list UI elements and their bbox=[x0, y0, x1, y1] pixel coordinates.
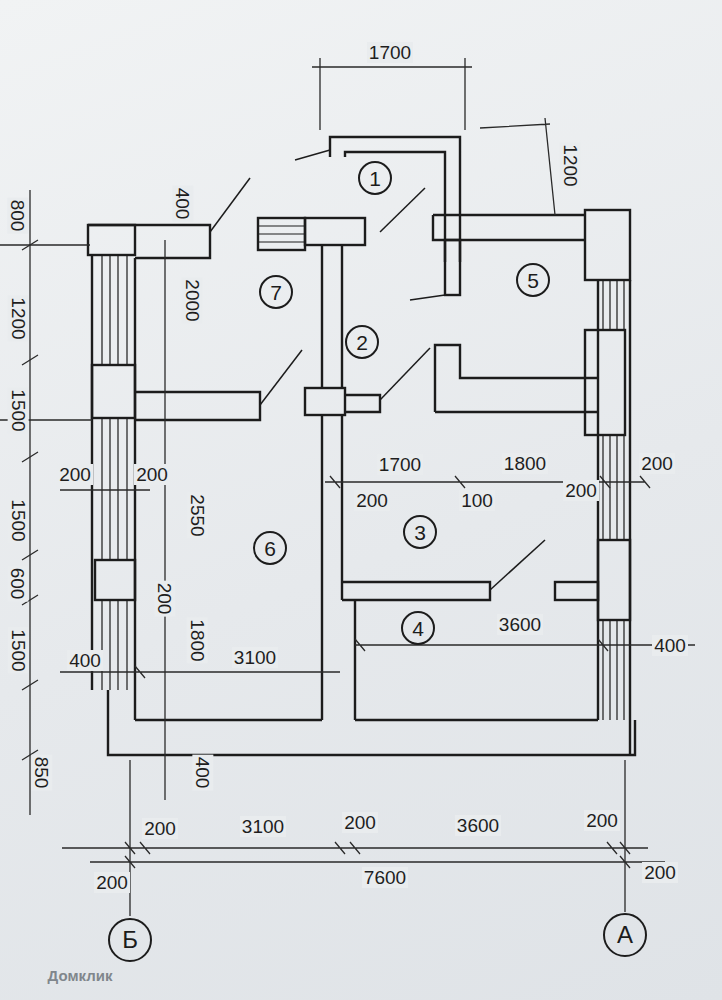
dimension-label: 200 bbox=[639, 453, 675, 474]
watermark: Домклик bbox=[46, 967, 115, 984]
room-number: 4 bbox=[412, 618, 424, 639]
room-number-circle: 5 bbox=[516, 263, 550, 297]
dimension-label: 200 bbox=[642, 862, 678, 883]
dimension-label: 1800 bbox=[502, 453, 548, 474]
dimension-label: 600 bbox=[7, 565, 28, 601]
dimension-label: 200 bbox=[57, 464, 93, 485]
dimension-label: 200 bbox=[584, 810, 620, 831]
dimension-label: 400 bbox=[652, 635, 688, 656]
dimension-label: 1500 bbox=[8, 627, 29, 673]
axis-letter: Б bbox=[122, 928, 138, 952]
room-number-circle: 7 bbox=[259, 275, 293, 309]
dimension-label: 200 bbox=[154, 580, 175, 616]
dimension-label: 200 bbox=[342, 812, 378, 833]
dimension-label: 1500 bbox=[8, 497, 29, 543]
dimension-label: 1700 bbox=[377, 454, 423, 475]
room-number: 6 bbox=[264, 538, 276, 559]
dimension-label: 200 bbox=[354, 490, 390, 511]
dimension-label: 400 bbox=[67, 650, 103, 671]
room-number-circle: 3 bbox=[403, 515, 437, 549]
axis-letter: А bbox=[617, 923, 633, 947]
dimension-label: 400 bbox=[192, 754, 213, 790]
dimension-label: 400 bbox=[172, 185, 193, 221]
dimension-label: 200 bbox=[563, 480, 599, 501]
axis-bubble: А bbox=[603, 913, 647, 957]
room-number-circle: 6 bbox=[253, 531, 287, 565]
dimension-label: 200 bbox=[134, 464, 170, 485]
dimension-label: 1800 bbox=[187, 617, 208, 663]
room-number-circle: 1 bbox=[358, 161, 392, 195]
dimension-label: 850 bbox=[31, 754, 52, 790]
room-number: 7 bbox=[270, 282, 282, 303]
dimension-label: 2550 bbox=[187, 492, 208, 538]
dimension-label: 3600 bbox=[455, 815, 501, 836]
dimension-label: 3100 bbox=[232, 647, 278, 668]
dimension-label: 800 bbox=[7, 197, 28, 233]
room-number: 1 bbox=[369, 168, 381, 189]
dimension-label: 2000 bbox=[182, 277, 203, 323]
room-number: 3 bbox=[414, 522, 426, 543]
room-number-circle: 4 bbox=[401, 611, 435, 645]
room-number-circle: 2 bbox=[345, 325, 379, 359]
room-number: 2 bbox=[356, 332, 368, 353]
dimension-label: 1200 bbox=[560, 142, 581, 188]
dimension-label: 1500 bbox=[8, 387, 29, 433]
dimension-label: 7600 bbox=[362, 867, 408, 888]
axis-bubble: Б bbox=[108, 918, 152, 962]
dimension-label: 3600 bbox=[497, 614, 543, 635]
dimension-label: 100 bbox=[459, 490, 495, 511]
dimension-label: 200 bbox=[142, 818, 178, 839]
room-number: 5 bbox=[527, 270, 539, 291]
dimension-label: 1200 bbox=[8, 295, 29, 341]
dimension-label: 200 bbox=[94, 872, 130, 893]
dimension-label: 1700 bbox=[367, 42, 413, 63]
dimension-label: 3100 bbox=[240, 816, 286, 837]
